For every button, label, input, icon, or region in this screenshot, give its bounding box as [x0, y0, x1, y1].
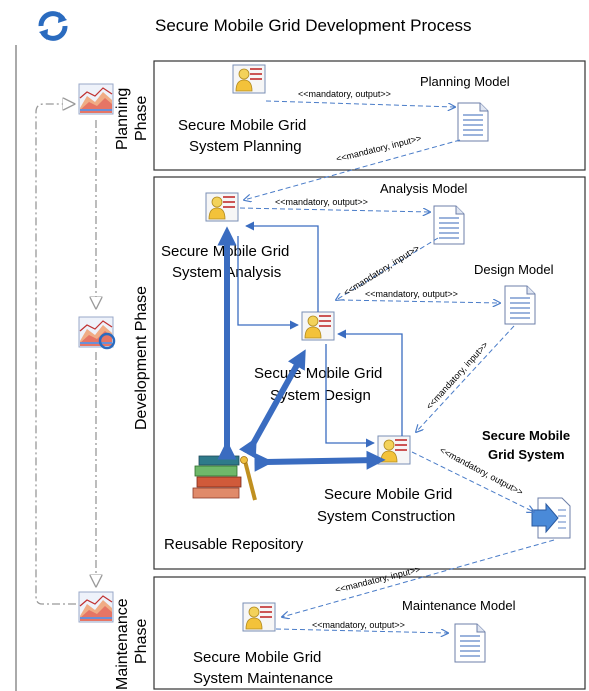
- planning-input-label: <<mandatory, input>>: [335, 133, 422, 164]
- maintenance-task-icon: [242, 602, 276, 632]
- planning-phase-box: [153, 60, 586, 171]
- design-to-construction-flow: [325, 344, 375, 448]
- construction-to-design-flow: [337, 329, 403, 436]
- design-to-analysis-flow: [245, 221, 319, 312]
- maintenance-output-arrow: [275, 628, 448, 633]
- maintenance-task-label-2: System Maintenance: [193, 670, 333, 687]
- construction-task-label-2: System Construction: [317, 508, 455, 525]
- development-phase-icon: [78, 316, 116, 350]
- maintenance-task-label-1: Secure Mobile Grid: [193, 649, 321, 666]
- maintenance-phase-box: [153, 576, 586, 690]
- design-output-label: <<mandatory, output>>: [365, 289, 458, 299]
- maintenance-output-label: <<mandatory, output>>: [312, 620, 405, 630]
- planning-model-label: Planning Model: [420, 74, 510, 89]
- analysis-to-design-flow: [237, 236, 299, 330]
- design-output-arrow: [339, 300, 500, 303]
- repository-label: Reusable Repository: [164, 536, 304, 553]
- planning-model-doc-icon: [457, 102, 489, 142]
- planning-phase-label-1: Planning: [114, 88, 131, 150]
- maintenance-phase-icon: [78, 591, 114, 623]
- planning-task-label-1: Secure Mobile Grid: [178, 117, 306, 134]
- construction-task-icon: [377, 435, 411, 465]
- design-model-doc-icon: [504, 285, 536, 325]
- system-to-maintenance-arrow: [282, 539, 555, 617]
- analysis-output-arrow: [239, 207, 430, 212]
- design-model-label: Design Model: [474, 262, 554, 277]
- maintenance-phase-label-2: Phase: [133, 619, 150, 664]
- maintenance-model-label: Maintenance Model: [402, 598, 516, 613]
- lifecycle-flow-maintenance-to-planning: [35, 104, 76, 605]
- construction-output-arrow: [411, 451, 534, 512]
- planning-output-arrow: [265, 100, 455, 107]
- diagram-title: Secure Mobile Grid Development Process: [155, 16, 472, 35]
- maintenance-model-doc-icon: [454, 623, 486, 663]
- analysis-model-doc-icon: [433, 205, 465, 245]
- planning-task-icon: [232, 64, 266, 94]
- planning-task-label-2: System Planning: [189, 138, 302, 155]
- development-phase-label: Development Phase: [133, 286, 150, 430]
- analysis-model-label: Analysis Model: [380, 181, 468, 196]
- maintenance-phase-label-1: Maintenance: [114, 598, 131, 690]
- design-task-icon: [301, 311, 335, 341]
- cycle-icon: [38, 11, 68, 41]
- planning-phase-icon: [78, 83, 114, 115]
- system-label-2: Grid System: [488, 447, 565, 462]
- repository-construction-link: [254, 450, 386, 472]
- system-artifact-icon: [531, 497, 571, 539]
- design-input-label: <<mandatory, input>>: [424, 340, 490, 412]
- analysis-task-icon: [205, 192, 239, 222]
- construction-task-label-1: Secure Mobile Grid: [324, 486, 452, 503]
- development-phase-box: [153, 176, 586, 570]
- planning-phase-label-2: Phase: [133, 96, 150, 141]
- analysis-output-label: <<mandatory, output>>: [275, 197, 368, 207]
- planning-model-to-analysis-arrow: [244, 139, 461, 200]
- repository-books-icon: [192, 455, 257, 501]
- repository-design-link: [239, 349, 306, 459]
- planning-output-label: <<mandatory, output>>: [298, 89, 391, 99]
- design-model-to-construction-arrow: [416, 325, 515, 432]
- system-label-1: Secure Mobile: [482, 428, 570, 443]
- design-task-label-1: Secure Mobile Grid: [254, 365, 382, 382]
- analysis-model-to-design-arrow: [336, 237, 439, 300]
